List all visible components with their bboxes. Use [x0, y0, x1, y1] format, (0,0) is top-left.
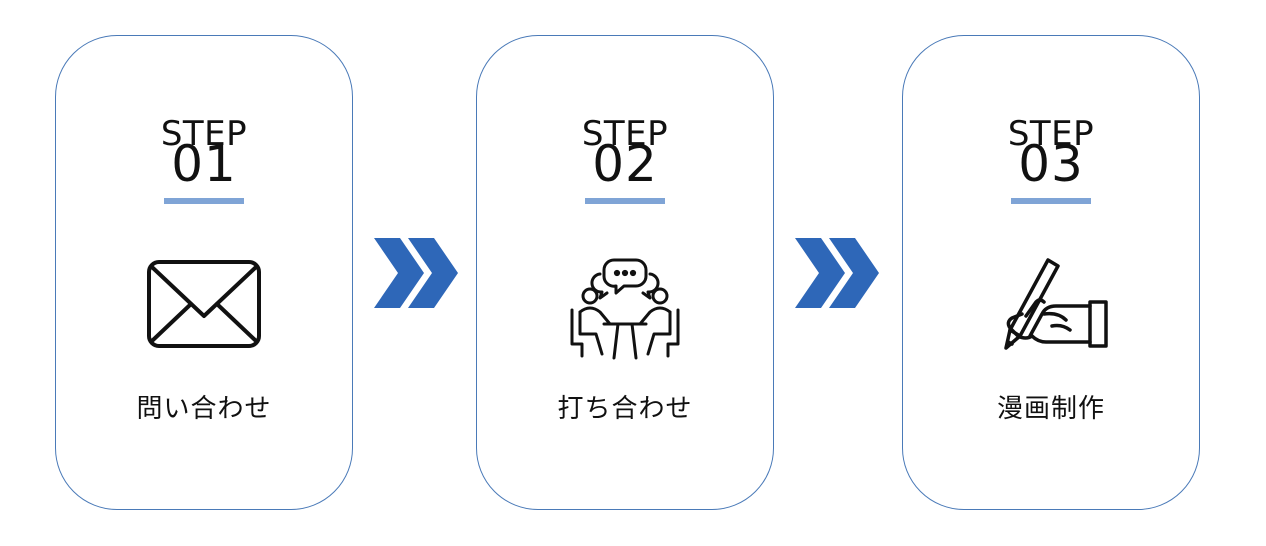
step-caption: 問い合わせ	[136, 394, 272, 424]
step-underline	[585, 198, 665, 204]
step-number: 03	[1018, 135, 1084, 193]
step-label: STEP	[160, 114, 248, 154]
envelope-icon	[139, 254, 269, 364]
step-number: 01	[171, 135, 237, 193]
step-label: STEP	[581, 114, 669, 154]
step-underline	[1011, 198, 1091, 204]
step-card-03: STEP 03 漫画制作	[902, 35, 1200, 510]
step-caption: 打ち合わせ	[557, 394, 693, 424]
step-caption: 漫画制作	[996, 394, 1105, 424]
step-number: 02	[592, 135, 658, 193]
chevron-double-right-icon	[793, 236, 883, 310]
writing-hand-icon	[986, 254, 1116, 364]
step-card-02: STEP 02 打ち合わせ	[476, 35, 774, 510]
chevron-double-right-icon	[372, 236, 462, 310]
step-underline	[164, 198, 244, 204]
step-card-01: STEP 01 問い合わせ	[55, 35, 353, 510]
meeting-icon	[560, 254, 690, 364]
step-label: STEP	[1007, 114, 1095, 154]
